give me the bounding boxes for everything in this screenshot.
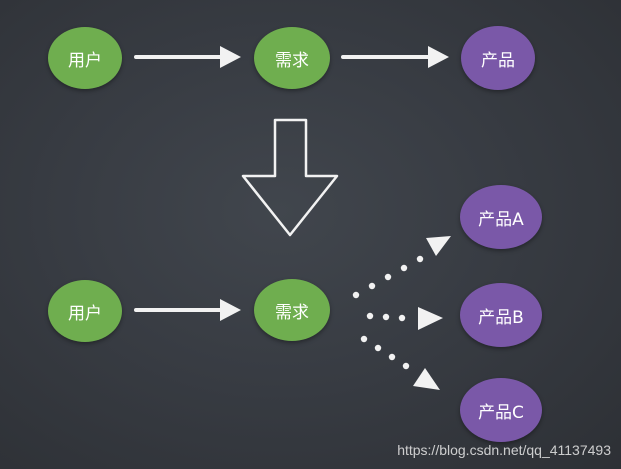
arrow-user-to-demand-top — [134, 46, 241, 68]
watermark-url: https://blog.csdn.net/qq_41137493 — [397, 442, 611, 458]
node-product-top: 产品 — [461, 26, 535, 90]
node-product-c: 产品C — [460, 378, 542, 442]
arrow-demand-to-product-top — [341, 46, 449, 68]
node-product-a: 产品A — [460, 185, 542, 249]
node-user-bottom: 用户 — [48, 280, 122, 342]
dotted-arrow-to-product-a — [352, 236, 451, 299]
node-user-top: 用户 — [48, 27, 122, 89]
node-demand-bottom: 需求 — [254, 279, 330, 341]
arrow-user-to-demand-bottom — [134, 299, 241, 321]
transform-down-arrow — [241, 118, 339, 237]
node-product-b: 产品B — [460, 283, 542, 347]
dotted-arrow-to-product-c — [360, 335, 440, 390]
node-demand-top: 需求 — [254, 27, 330, 89]
dotted-arrow-to-product-b — [366, 307, 443, 330]
